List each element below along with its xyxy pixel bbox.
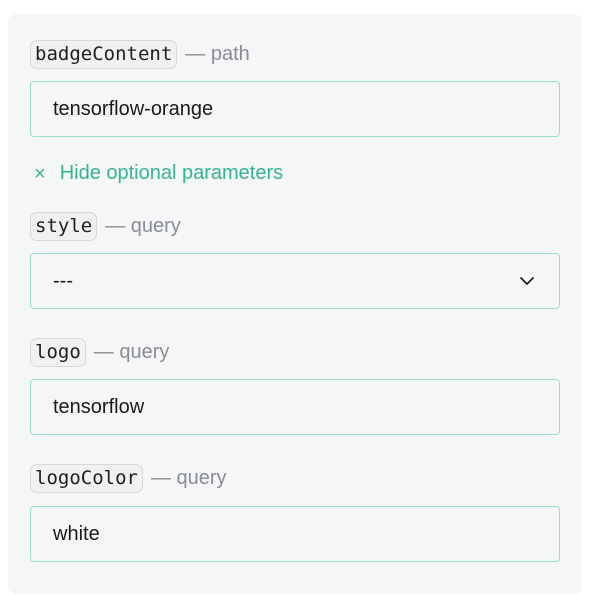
param-name: logo: [30, 337, 86, 367]
param-badgecontent: badgeContent — path tensorflow-orange: [30, 39, 560, 137]
toggle-label: Hide optional parameters: [59, 162, 284, 184]
chevron-down-icon: [520, 277, 534, 285]
param-logocolor: logoColor — query white: [30, 463, 560, 562]
param-label-row: logoColor — query: [30, 463, 560, 493]
logocolor-input[interactable]: white: [30, 506, 560, 562]
style-select[interactable]: ---: [30, 253, 560, 309]
param-logo: logo — query tensorflow: [30, 337, 560, 435]
param-kind: — query: [105, 214, 181, 237]
param-label-row: style — query: [30, 211, 560, 241]
param-name: logoColor: [30, 463, 143, 493]
badgecontent-input[interactable]: tensorflow-orange: [30, 81, 560, 137]
hide-optional-parameters-button[interactable]: × Hide optional parameters: [34, 162, 283, 185]
logo-input[interactable]: tensorflow: [30, 379, 560, 435]
param-kind: — path: [185, 42, 250, 65]
param-label-row: badgeContent — path: [30, 39, 560, 69]
style-select-value: ---: [53, 269, 73, 292]
close-icon: ×: [34, 162, 46, 185]
param-style: style — query ---: [30, 211, 560, 309]
param-label-row: logo — query: [30, 337, 560, 367]
param-name: badgeContent: [30, 39, 178, 69]
param-kind: — query: [150, 466, 227, 489]
param-name: style: [30, 211, 98, 241]
parameters-panel: badgeContent — path tensorflow-orange × …: [8, 14, 582, 594]
param-kind: — query: [93, 340, 170, 363]
